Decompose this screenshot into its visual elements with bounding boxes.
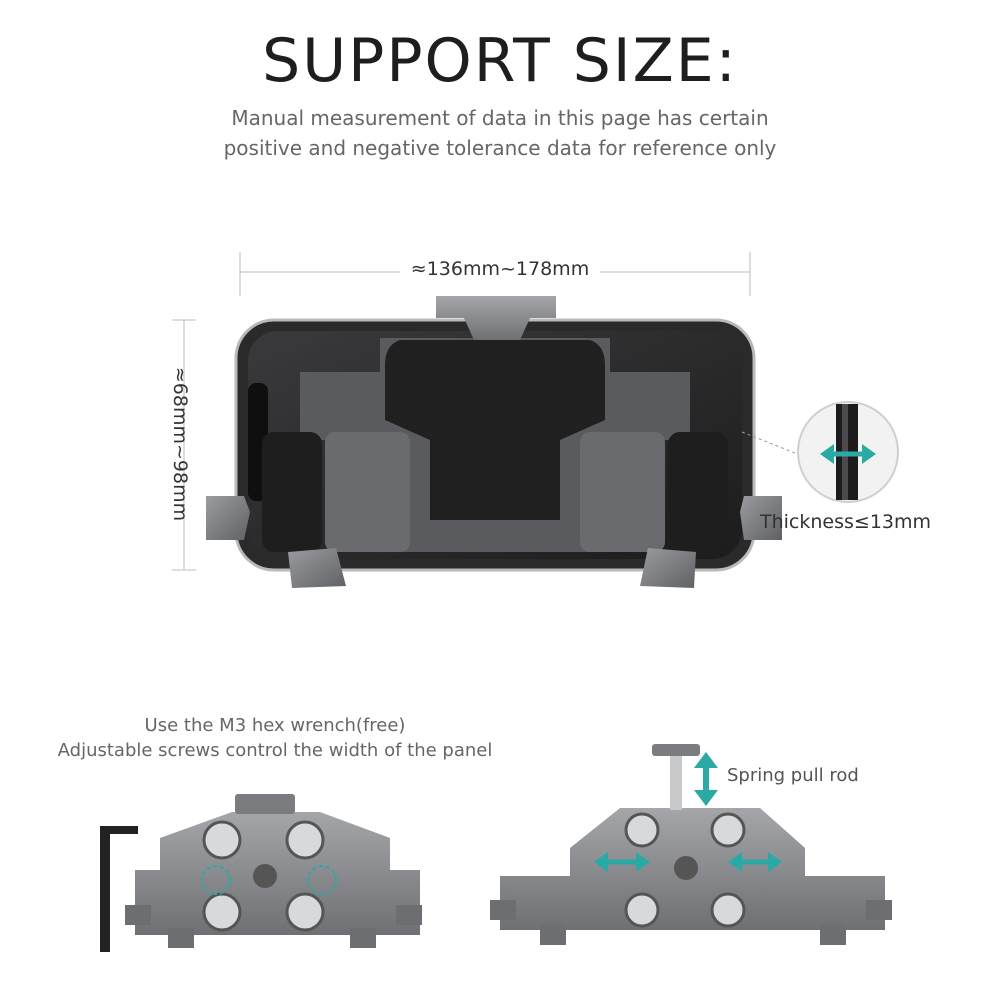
subtitle-line-2: positive and negative tolerance data for… (223, 136, 777, 160)
phone-with-mount (206, 296, 782, 588)
thickness-callout (741, 401, 899, 503)
mount-back-left (125, 794, 422, 948)
mount-back-right (490, 744, 892, 945)
hex-note-line-1: Use the M3 hex wrench(free) (144, 715, 406, 736)
hex-wrench-note: Use the M3 hex wrench(free) Adjustable s… (40, 713, 510, 763)
height-range-text: ≈68mm~98mm (169, 366, 191, 522)
spring-rod-arrow-icon (694, 752, 718, 806)
hex-wrench-icon (100, 826, 138, 952)
thickness-arrow-icon (820, 444, 876, 464)
height-dimension-line (172, 319, 196, 571)
subtitle-line-1: Manual measurement of data in this page … (231, 106, 769, 130)
width-range-label: ≈136mm~178mm (400, 258, 600, 280)
page-subtitle: Manual measurement of data in this page … (0, 103, 1000, 163)
thickness-label: Thickness≤13mm (760, 511, 932, 533)
width-adjust-arrow-icon (594, 852, 782, 872)
hex-note-line-2: Adjustable screws control the width of t… (57, 740, 493, 761)
spring-rod-label: Spring pull rod (727, 765, 859, 786)
page-title: SUPPORT SIZE: (262, 26, 738, 96)
